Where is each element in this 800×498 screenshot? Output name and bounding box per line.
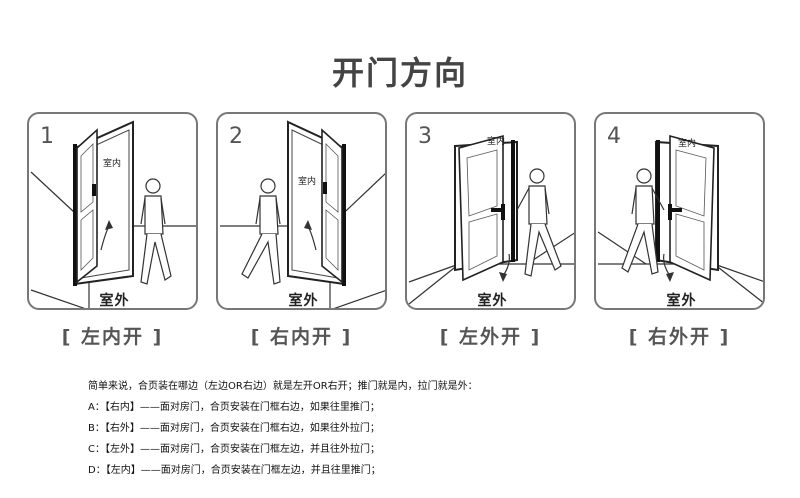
swing-arrow-head bbox=[105, 220, 113, 230]
person-figure bbox=[140, 178, 172, 285]
panel-right-inward: 2 室内 室外 bbox=[216, 112, 387, 310]
panel-number: 3 bbox=[418, 124, 432, 149]
panel-3-illustration bbox=[408, 134, 574, 305]
panel-1-illustration bbox=[30, 120, 196, 308]
swing-arrow-head bbox=[499, 272, 507, 282]
person-figure bbox=[621, 168, 665, 275]
open-door-leaf bbox=[321, 128, 343, 284]
outdoor-label: 室外 bbox=[288, 293, 319, 309]
open-door-leaf bbox=[668, 134, 715, 282]
panel-4-illustration bbox=[597, 134, 763, 304]
note-line-c: C：【左外】——面对房门，合页安装在门框左边，并且往外拉门； bbox=[88, 444, 380, 455]
notes-intro: 简单来说，合页装在哪边（左边OR右边）就是左开OR右开；推门就是内，拉门就是外： bbox=[88, 381, 478, 392]
swing-arrow-head bbox=[304, 220, 312, 230]
open-door-leaf bbox=[76, 128, 98, 284]
panel-number: 4 bbox=[607, 124, 621, 149]
panel-left-outward: 3 室内 室外 bbox=[405, 112, 576, 310]
note-line-b: B：【右外】——面对房门，合页安装在门框右边，如果往外拉门； bbox=[88, 423, 380, 434]
caption-left-outward: [ 左外开 ] bbox=[439, 326, 542, 348]
note-line-a: A：【右内】——面对房门，合页安装在门框右边，如果往里推门； bbox=[88, 402, 380, 413]
outdoor-label: 室外 bbox=[666, 293, 697, 309]
panel-number: 2 bbox=[229, 124, 243, 149]
panel-left-inward: 1 室内 室外 bbox=[27, 112, 198, 310]
indoor-label: 室内 bbox=[678, 139, 697, 149]
caption-right-outward: [ 右外开 ] bbox=[628, 326, 731, 348]
open-door-leaf bbox=[458, 134, 505, 282]
page-title: 开门方向 bbox=[331, 54, 468, 92]
note-line-d: D：【左内】——面对房门，合页安装在门框左边，并且往里推门； bbox=[88, 465, 381, 476]
person-figure bbox=[516, 168, 562, 277]
panel-2-illustration bbox=[220, 120, 385, 308]
indoor-label: 室内 bbox=[487, 137, 506, 147]
person-figure bbox=[241, 178, 281, 285]
indoor-label: 室内 bbox=[103, 159, 122, 169]
caption-left-inward: [ 左内开 ] bbox=[61, 326, 164, 348]
explanation-notes: 简单来说，合页装在哪边（左边OR右边）就是左开OR右开；推门就是内，拉门就是外：… bbox=[88, 376, 748, 481]
indoor-label: 室内 bbox=[298, 177, 317, 187]
caption-right-inward: [ 右内开 ] bbox=[250, 326, 353, 348]
panel-right-outward: 4 室内 室外 bbox=[594, 112, 765, 310]
swing-arrow-head bbox=[666, 272, 674, 282]
outdoor-label: 室外 bbox=[477, 293, 508, 309]
outdoor-label: 室外 bbox=[99, 293, 130, 309]
panel-number: 1 bbox=[40, 124, 54, 149]
